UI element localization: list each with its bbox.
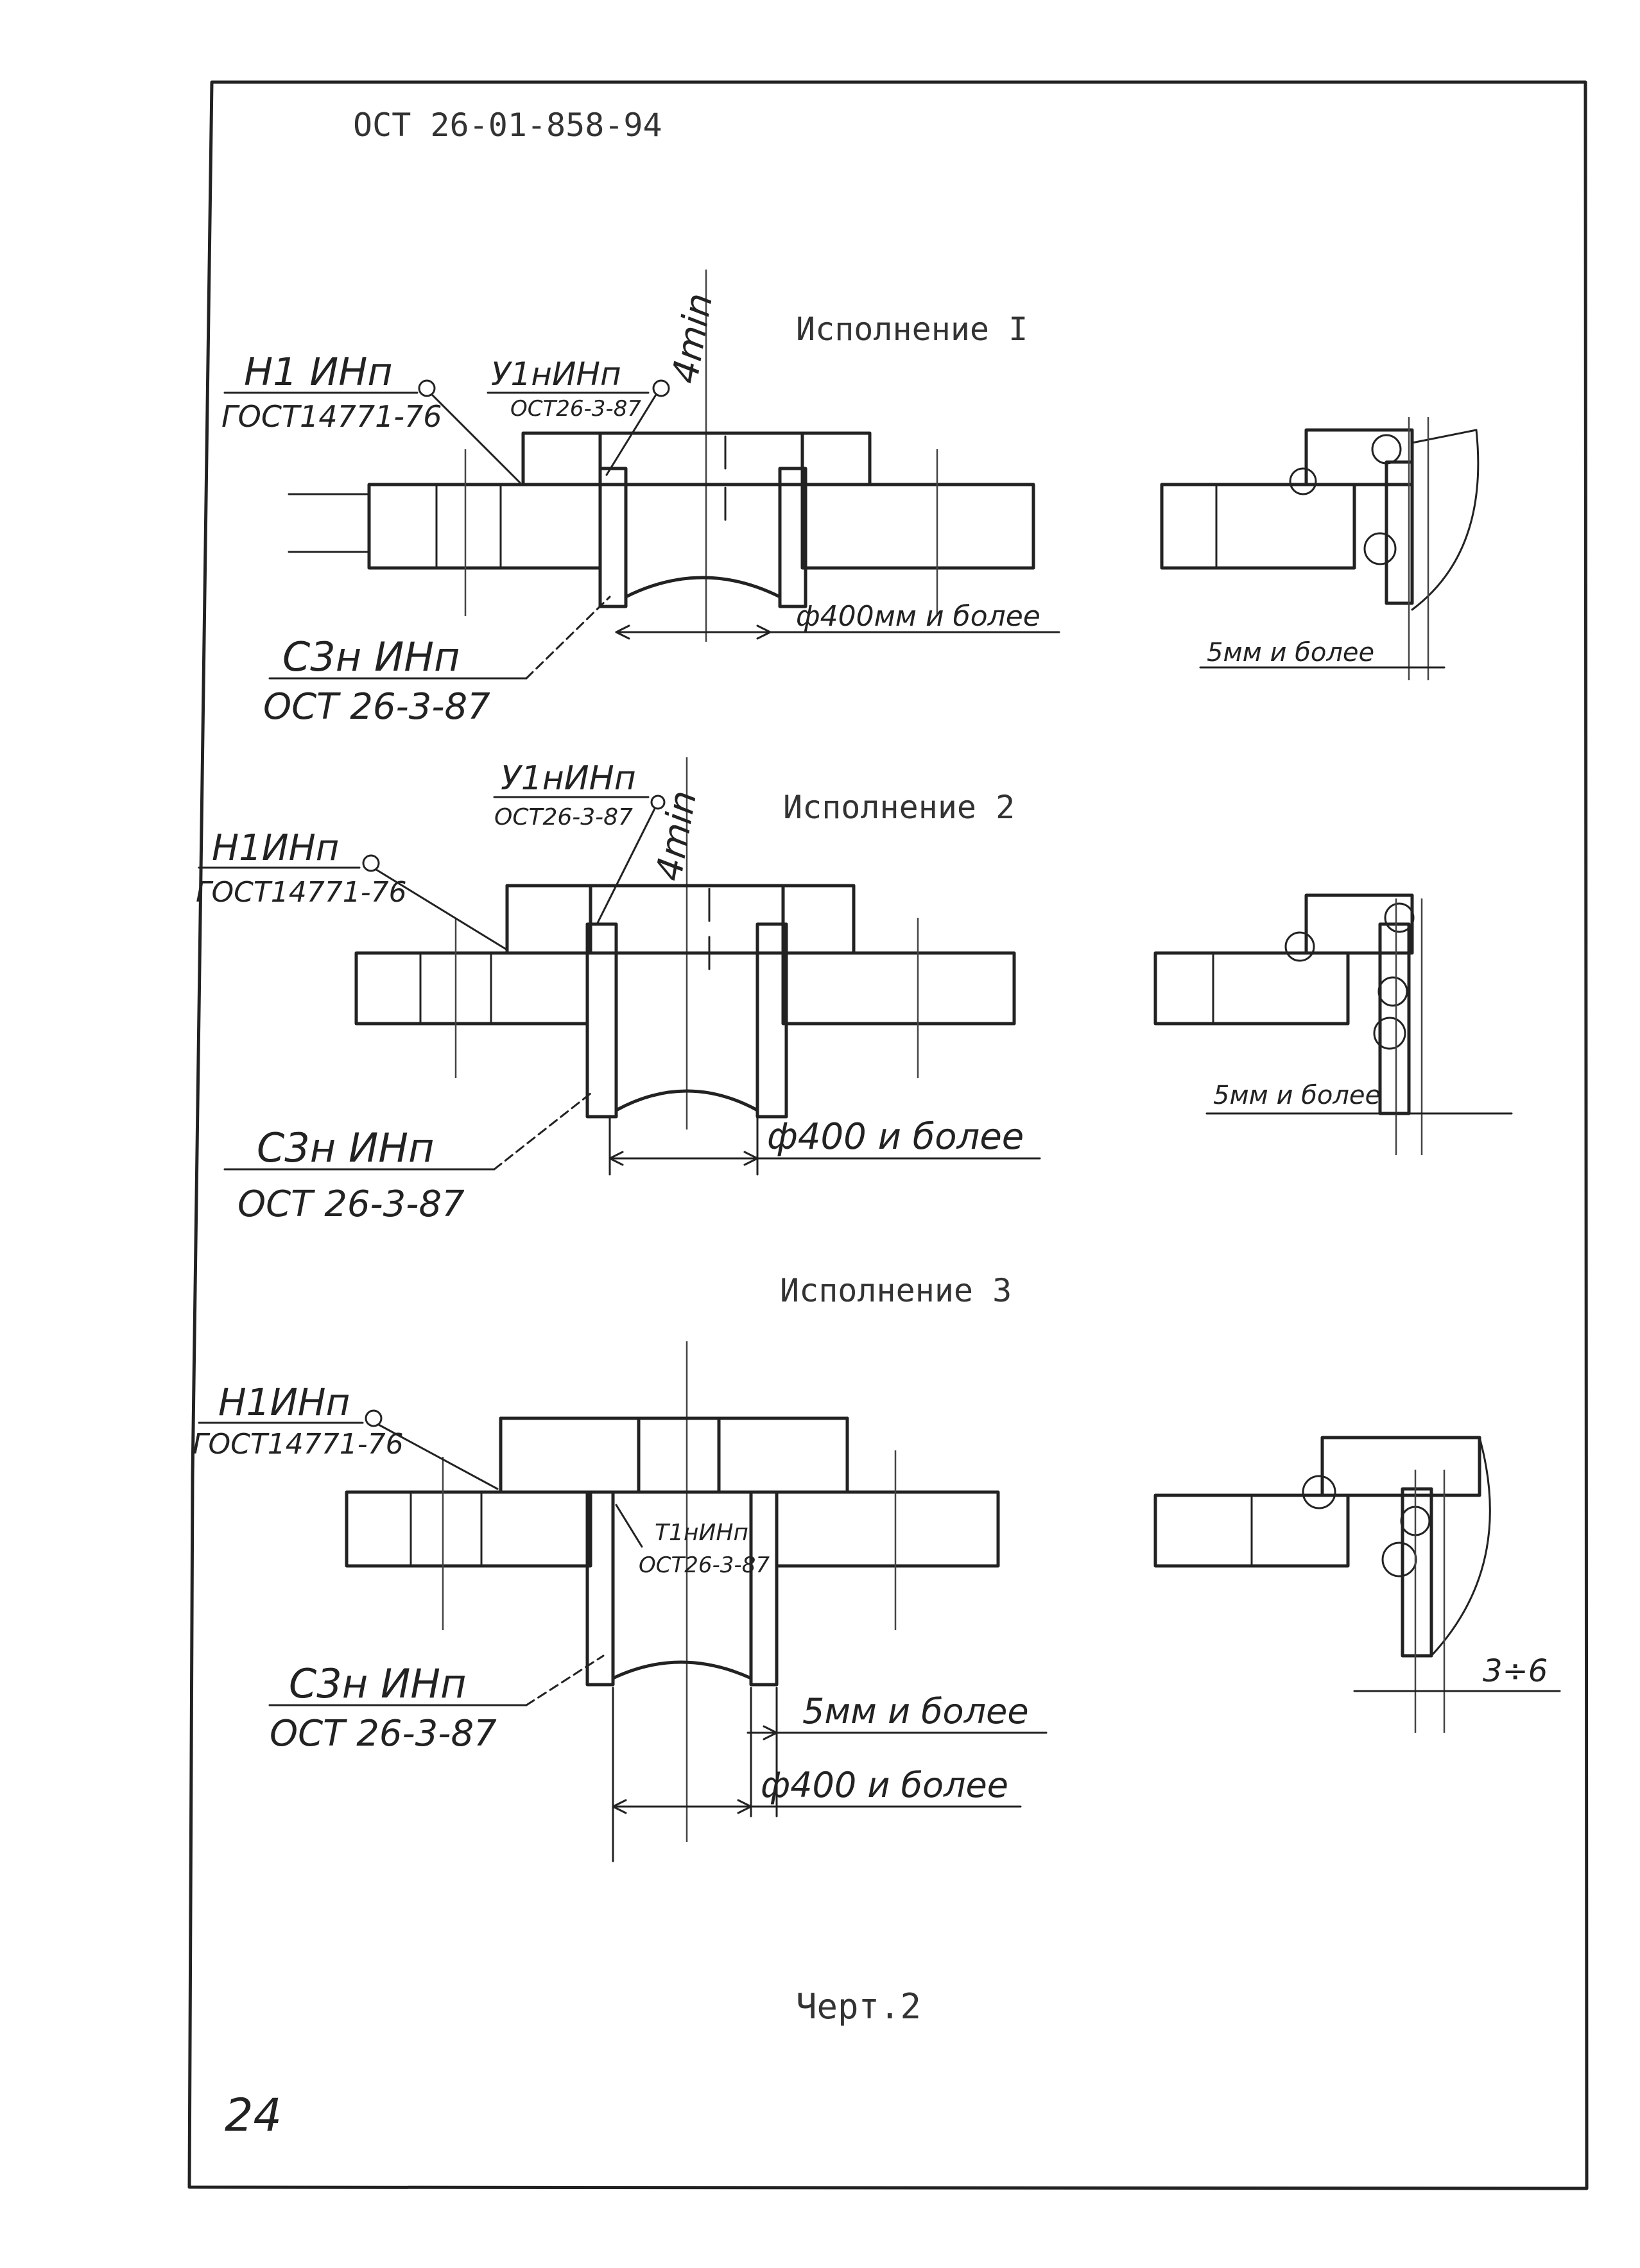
variant-3: Исполнение 3 Н1ИНп ГОСТ14771-76 Т1нИНп О… [193,1272,1561,1862]
v1-dim-diameter: ф400мм и более [796,600,1040,633]
v3-dim-offset: 5мм и более [802,1691,1029,1731]
v3-weld-bottom-code: С3н ИНп [289,1660,467,1707]
v1-weld-top-left-code: Н1 ИНп [244,350,393,395]
v3-weld-top-left-std: ГОСТ14771-76 [193,1428,404,1461]
v3-weld-inner-code: Т1нИНп [655,1520,748,1546]
v3-right-plate [775,1490,1000,1568]
v1-weld-top-mid-std: ОСТ26-3-87 [510,396,641,422]
page-number: 24 [225,2089,282,2142]
variant-1-title: Исполнение I [796,311,1028,348]
variant-1: Исполнение I 4min ф400мм и более Н1 [221,270,1480,728]
v3-weld-bottom-std: ОСТ 26-3-87 [270,1713,497,1755]
v1-ring [521,431,872,486]
page-frame [187,80,1589,2190]
v3-weld-top-left-code: Н1ИНп [218,1380,350,1424]
v1-detail-dimension: 5мм и более [1207,638,1374,667]
v2-weld-top-mid-std: ОСТ26-3-87 [494,804,633,830]
v1-weld-top-left-std: ГОСТ14771-76 [221,399,442,434]
v1-weld-top-mid-code: У1нИНп [491,356,621,393]
v2-weld-bottom-code: С3н ИНп [257,1124,435,1171]
v2-weld-top-mid-code: У1нИНп [501,759,636,798]
v1-right-plate [800,483,1035,570]
v1-weld-bottom-code: С3н ИНп [282,633,460,680]
v1-pipe-left-wall [598,467,628,608]
v2-detail-dimension: 5мм и более [1213,1081,1381,1110]
v3-dim-diameter: ф400 и более [761,1765,1008,1805]
v3-pipe-left-wall [585,1490,615,1687]
standard-code: ОСТ 26-01-858-94 [353,107,662,144]
v3-detail: 3÷6 [1153,1436,1561,1733]
v3-pipe-right-wall [749,1490,779,1687]
v3-ring [499,1416,849,1494]
v2-weld-top-left-std: ГОСТ14771-76 [196,876,407,909]
v1-detail: 5мм и более [1160,417,1480,680]
figure-caption: Черт.2 [796,1986,921,2027]
v2-left-plate [354,951,589,1026]
v3-detail-dimension: 3÷6 [1483,1653,1548,1689]
v3-left-plate [345,1490,592,1568]
v2-detail: 5мм и более [1153,893,1513,1155]
v2-dim-diameter: ф400 и более [767,1116,1024,1158]
v1-weld-bottom-std: ОСТ 26-3-87 [263,686,490,728]
v2-dim-vertical: 4min [648,787,705,884]
v2-weld-top-left-code: Н1ИНп [212,827,339,869]
v2-pipe-left-wall [585,922,618,1119]
v1-dim-vertical: 4min [664,290,721,386]
v1-pipe-right-wall [778,467,807,608]
v2-ring [505,884,856,955]
v2-pipe-right-wall [755,922,788,1119]
v2-right-plate [781,951,1016,1026]
v2-weld-bottom-std: ОСТ 26-3-87 [237,1183,465,1225]
variant-2-title: Исполнение 2 [783,789,1015,826]
variant-2: Исполнение 2 4min ф400 и более Н1ИНп ГОС… [196,757,1513,1225]
v3-weld-inner-std: ОСТ26-3-87 [639,1552,770,1578]
v1-left-plate [367,483,602,570]
variant-3-title: Исполнение 3 [780,1272,1012,1309]
